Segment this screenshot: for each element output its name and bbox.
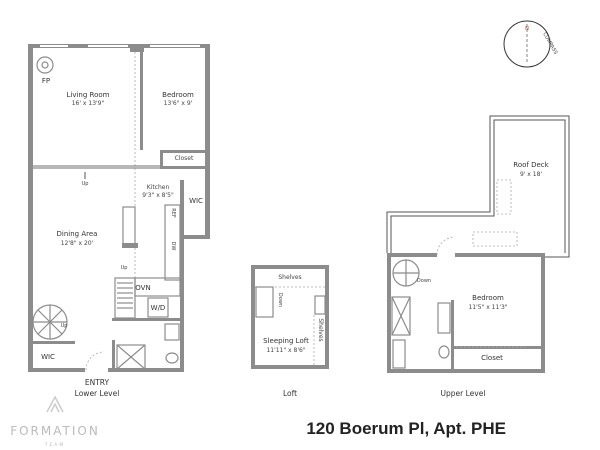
ref-label: REF <box>170 208 176 218</box>
logo-text: FORMATION <box>10 424 100 438</box>
lower-level-plan <box>28 44 210 372</box>
roof-deck-size: 9' x 18' <box>520 171 542 178</box>
upper-closet-label: Closet <box>481 354 503 362</box>
logo-subtext: TEAM <box>44 442 66 448</box>
loft-caption: Loft <box>283 389 297 398</box>
living-room-size: 16' x 13'9" <box>72 100 105 107</box>
wic-kitchen-label: WIC <box>189 197 203 205</box>
compass-north: N <box>525 26 529 32</box>
bedroom-size: 13'6" x 9' <box>164 100 193 107</box>
closet-label: Closet <box>175 155 194 162</box>
upper-level-caption: Upper Level <box>441 389 486 398</box>
up-label: Up <box>82 181 89 187</box>
compass-label: COMPASS <box>541 32 558 56</box>
washer-dryer-label: W/D <box>151 304 166 312</box>
entry-label: ENTRY <box>85 378 110 387</box>
stairs-up-label: Up <box>121 265 128 271</box>
kitchen-label: Kitchen <box>147 184 170 191</box>
upper-bedroom-size: 11'5" x 11'3" <box>468 304 507 311</box>
oven-label: OVN <box>135 284 150 292</box>
property-title: 120 Boerum Pl, Apt. PHE <box>306 419 506 438</box>
sleeping-loft-size: 11'11" x 8'6" <box>266 347 305 354</box>
wic-entry-label: WIC <box>41 353 55 361</box>
roof-deck-label: Roof Deck <box>513 161 549 169</box>
upper-down-label: Down <box>417 278 431 284</box>
spiral-up-label: Up <box>61 323 68 329</box>
bedroom-label: Bedroom <box>162 91 194 99</box>
kitchen-size: 9'3" x 8'5" <box>142 192 174 199</box>
lower-level-caption: Lower Level <box>75 389 120 398</box>
loft-plan <box>251 265 329 369</box>
fireplace-label: FP <box>42 77 50 85</box>
shelves-side-label: Shelves <box>317 318 324 341</box>
sleeping-loft-label: Sleeping Loft <box>263 337 309 345</box>
upper-level-plan <box>386 115 570 373</box>
shelves-label: Shelves <box>278 274 301 281</box>
formation-logo: FORMATION TEAM <box>10 395 100 448</box>
compass-icon: N COMPASS <box>503 20 559 68</box>
living-room-label: Living Room <box>67 91 110 99</box>
loft-down-label: Down <box>277 293 283 307</box>
dining-area-size: 12'8" x 20' <box>61 240 94 247</box>
dw-label: DW <box>170 242 176 251</box>
upper-bedroom-label: Bedroom <box>472 294 504 302</box>
dining-area-label: Dining Area <box>57 230 98 238</box>
